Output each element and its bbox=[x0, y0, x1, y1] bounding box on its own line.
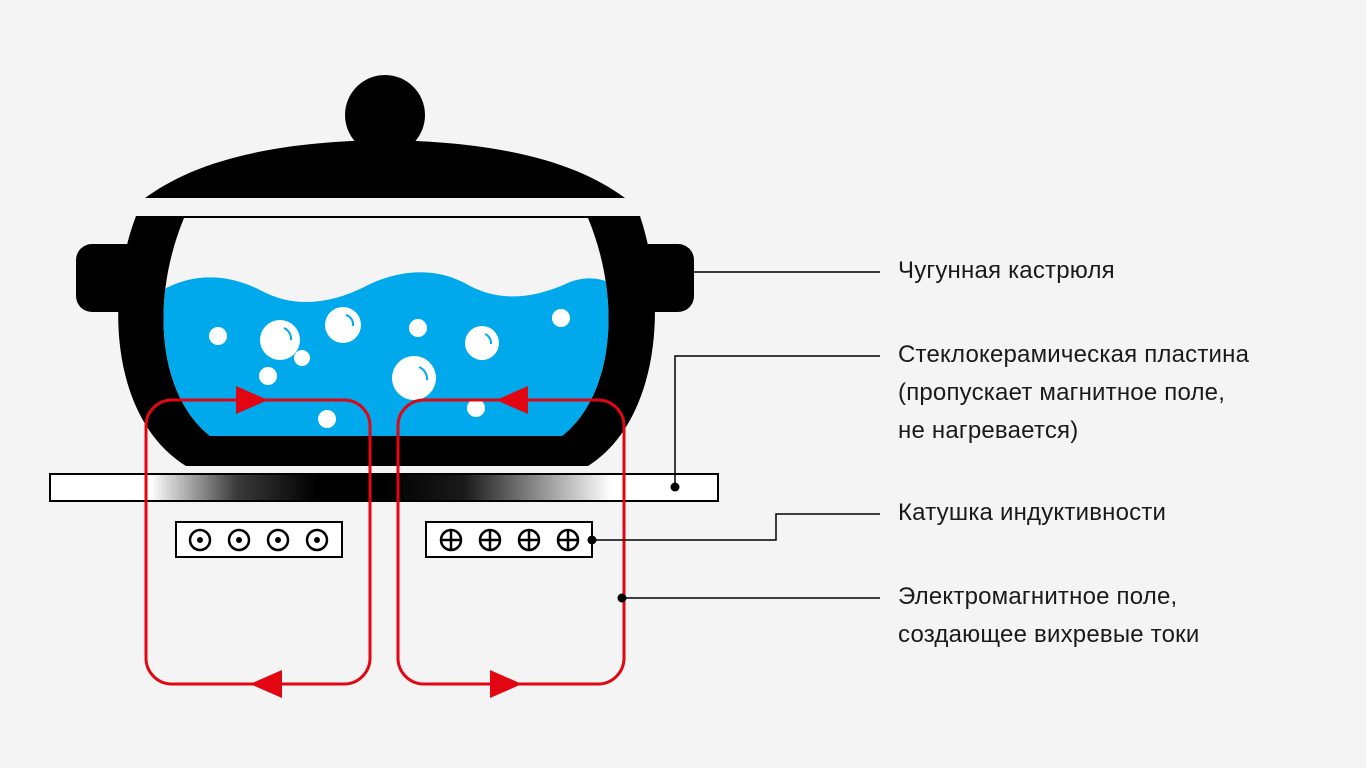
glass-ceramic-plate bbox=[49, 473, 719, 502]
label-em-field: Электромагнитное поле, создающее вихревы… bbox=[898, 578, 1199, 654]
leader-dots bbox=[587, 482, 680, 603]
label-line: Стеклокерамическая пластина bbox=[898, 341, 1250, 368]
arrow-right-icon bbox=[236, 386, 268, 414]
label-glass-ceramic-plate: Стеклокерамическая пластина (пропускает … bbox=[898, 336, 1249, 450]
cast-iron-pot bbox=[76, 216, 694, 466]
leader-line-plate bbox=[674, 355, 880, 487]
water bbox=[163, 272, 609, 436]
label-cast-iron-pot: Чугунная кастрюля bbox=[898, 252, 1115, 290]
inductor-coil-right bbox=[425, 521, 593, 558]
bubble bbox=[392, 356, 436, 400]
bubble bbox=[465, 326, 499, 360]
bubble bbox=[467, 399, 485, 417]
bubble bbox=[259, 367, 277, 385]
bubble-highlights bbox=[283, 314, 493, 381]
bubble bbox=[409, 319, 427, 337]
bubble bbox=[318, 410, 336, 428]
bubble bbox=[209, 327, 227, 345]
arrow-left-icon bbox=[496, 386, 528, 414]
bubble bbox=[294, 350, 310, 366]
coil-current-dot-icons bbox=[188, 528, 329, 552]
bubble bbox=[325, 307, 361, 343]
label-line: (пропускает магнитное поле, bbox=[898, 379, 1226, 406]
arrow-left-icon bbox=[250, 670, 282, 698]
field-direction-arrows bbox=[236, 386, 528, 698]
bubbles bbox=[209, 307, 570, 428]
leader-lines bbox=[592, 271, 880, 599]
label-line: Электромагнитное поле, bbox=[898, 583, 1178, 610]
bubble bbox=[260, 320, 300, 360]
label-inductor-coil: Катушка индуктивности bbox=[898, 494, 1166, 532]
label-line: не нагревается) bbox=[898, 417, 1079, 444]
bubble bbox=[552, 309, 570, 327]
inductor-coil-left bbox=[175, 521, 343, 558]
coil-current-cross-icons bbox=[439, 528, 580, 552]
leader-line-coil bbox=[592, 513, 880, 541]
lid-dome bbox=[145, 140, 625, 198]
lid-knob bbox=[345, 75, 425, 155]
pot-lid bbox=[145, 75, 625, 198]
label-line: Чугунная кастрюля bbox=[898, 257, 1115, 284]
label-line: Катушка индуктивности bbox=[898, 499, 1167, 526]
label-line: создающее вихревые токи bbox=[898, 621, 1200, 648]
arrow-right-icon bbox=[490, 670, 522, 698]
